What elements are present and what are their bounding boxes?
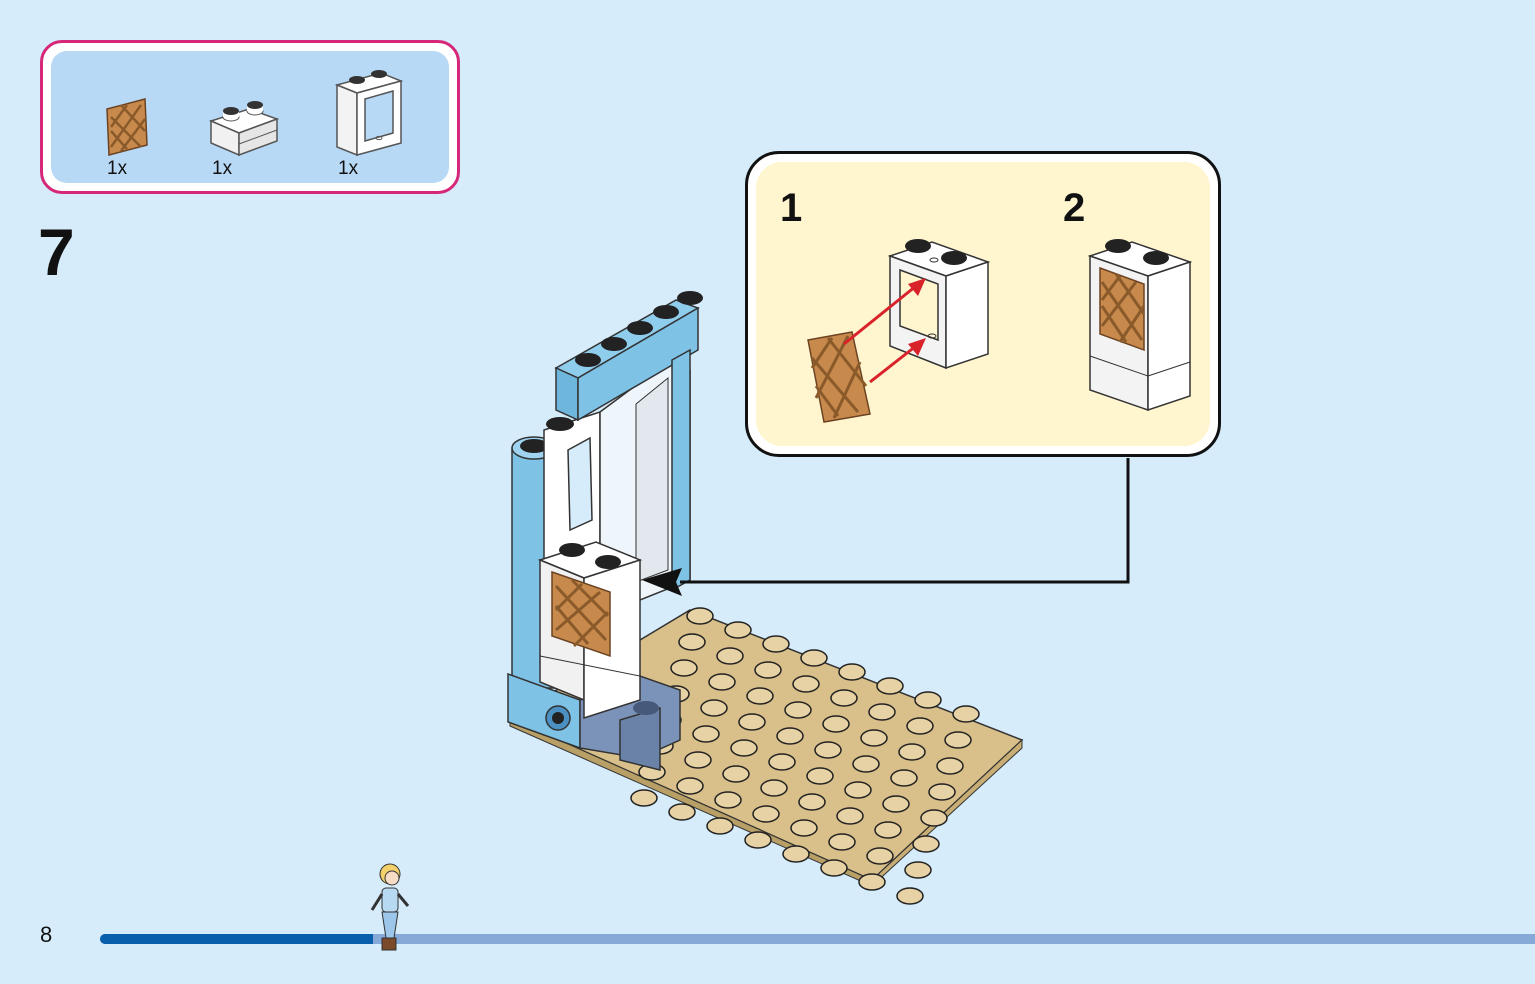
- baseplate-stud: [844, 781, 872, 799]
- baseplate-stud: [852, 755, 880, 773]
- baseplate-stud: [670, 659, 698, 677]
- baseplate-stud: [820, 859, 848, 877]
- baseplate-stud: [836, 807, 864, 825]
- baseplate-stud: [714, 791, 742, 809]
- baseplate-stud: [860, 729, 888, 747]
- baseplate-stud: [744, 831, 772, 849]
- progress-bar: [100, 934, 1535, 944]
- progress-bar-fill: [100, 934, 373, 944]
- substep-2-illustration: [1087, 239, 1193, 412]
- callout-connector: [642, 458, 1130, 596]
- baseplate-stud: [928, 783, 956, 801]
- substep-1-label: 1: [780, 186, 803, 230]
- baseplate-stud: [920, 809, 948, 827]
- window-frame-icon: [334, 70, 404, 157]
- baseplate-stud: [630, 789, 658, 807]
- baseplate-stud: [686, 607, 714, 625]
- baseplate-stud: [722, 765, 750, 783]
- baseplate-stud: [936, 757, 964, 775]
- baseplate-stud: [868, 703, 896, 721]
- baseplate-stud: [760, 779, 788, 797]
- character-figure-icon: [370, 863, 410, 951]
- baseplate-stud: [896, 887, 924, 905]
- callout-box: 1 2: [745, 151, 1221, 457]
- baseplate-stud: [800, 649, 828, 667]
- baseplate-stud: [792, 675, 820, 693]
- baseplate-stud: [692, 725, 720, 743]
- baseplate-stud: [858, 873, 886, 891]
- baseplate-stud: [762, 635, 790, 653]
- page-number: 8: [40, 922, 53, 947]
- baseplate-stud: [678, 633, 706, 651]
- baseplate-stud: [782, 845, 810, 863]
- baseplate-stud: [768, 753, 796, 771]
- parts-list-box: 1x 1x 1x: [40, 40, 460, 194]
- baseplate-stud: [890, 769, 918, 787]
- baseplate-stud: [866, 847, 894, 865]
- part-qty: 1x: [107, 158, 128, 179]
- substep-1-illustration: [807, 239, 991, 423]
- baseplate-stud: [838, 663, 866, 681]
- blue-beam: [554, 291, 703, 592]
- baseplate-stud: [716, 647, 744, 665]
- baseplate-stud: [912, 835, 940, 853]
- part-qty: 1x: [212, 158, 233, 179]
- baseplate-stud: [724, 621, 752, 639]
- baseplate-stud: [906, 717, 934, 735]
- baseplate-stud: [822, 715, 850, 733]
- baseplate-stud: [898, 743, 926, 761]
- baseplate-stud: [754, 661, 782, 679]
- baseplate-stud: [700, 699, 728, 717]
- white-brick-icon: [208, 101, 280, 157]
- baseplate-stud: [806, 767, 834, 785]
- baseplate-stud: [706, 817, 734, 835]
- baseplate-stud: [746, 687, 774, 705]
- baseplate-stud: [790, 819, 818, 837]
- baseplate-stud: [828, 833, 856, 851]
- baseplate-stud: [914, 691, 942, 709]
- baseplate-stud: [876, 677, 904, 695]
- baseplate-stud: [784, 701, 812, 719]
- baseplate-stud: [830, 689, 858, 707]
- baseplate-stud: [874, 821, 902, 839]
- baseplate-stud: [730, 739, 758, 757]
- baseplate-stud: [952, 705, 980, 723]
- lattice-panel-icon: [106, 98, 148, 156]
- baseplate-stud: [798, 793, 826, 811]
- baseplate-stud: [776, 727, 804, 745]
- baseplate-stud: [904, 861, 932, 879]
- baseplate-stud: [944, 731, 972, 749]
- substep-2-label: 2: [1063, 186, 1086, 230]
- baseplate-stud: [752, 805, 780, 823]
- baseplate-stud: [882, 795, 910, 813]
- baseplate-stud: [684, 751, 712, 769]
- parts-list-panel: 1x 1x 1x: [51, 51, 449, 183]
- step-number: 7: [38, 215, 75, 289]
- window-assembly: [537, 541, 643, 720]
- baseplate-stud: [708, 673, 736, 691]
- baseplate-stud: [814, 741, 842, 759]
- baseplate-stud: [676, 777, 704, 795]
- part-qty: 1x: [338, 158, 359, 179]
- baseplate-stud: [738, 713, 766, 731]
- baseplate-stud: [668, 803, 696, 821]
- baseplate-studs: [630, 607, 980, 905]
